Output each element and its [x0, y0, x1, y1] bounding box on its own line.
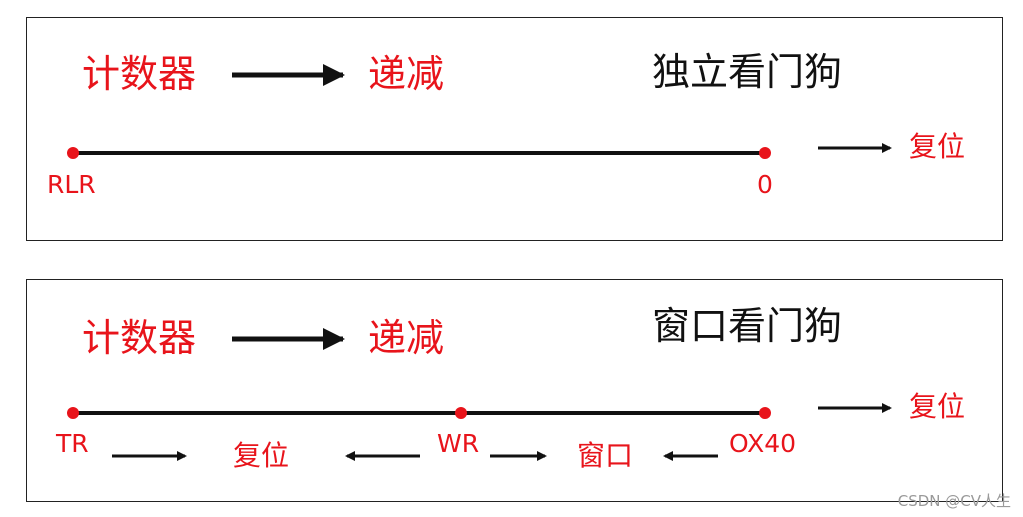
- iwdg-reset-label: 复位: [909, 130, 966, 163]
- watermark: CSDN @CV人生: [897, 492, 1011, 510]
- wwdg-title: 窗口看门狗: [652, 304, 843, 348]
- wwdg-end-label: OX40: [729, 429, 797, 458]
- wwdg-counter-label: 计数器: [82, 316, 197, 360]
- iwdg-title: 独立看门狗: [652, 50, 843, 94]
- wwdg-end-dot: [759, 407, 771, 419]
- wwdg-start-dot: [67, 407, 79, 419]
- wwdg-window-label-below: 窗口: [577, 439, 634, 472]
- wwdg-mid-label: WR: [437, 429, 480, 458]
- iwdg-decrement-label: 递减: [368, 52, 445, 96]
- independent-watchdog-panel: [26, 17, 1003, 241]
- iwdg-end-label: 0: [757, 170, 773, 199]
- wwdg-mid-dot: [455, 407, 467, 419]
- wwdg-start-label: TR: [56, 429, 89, 458]
- window-watchdog-panel: [26, 279, 1003, 502]
- iwdg-end-dot: [759, 147, 771, 159]
- wwdg-reset-label-right: 复位: [909, 390, 966, 423]
- iwdg-start-dot: [67, 147, 79, 159]
- iwdg-start-label: RLR: [47, 170, 96, 199]
- wwdg-decrement-label: 递减: [368, 316, 445, 360]
- wwdg-reset-label-below: 复位: [233, 439, 290, 472]
- iwdg-counter-label: 计数器: [82, 52, 197, 96]
